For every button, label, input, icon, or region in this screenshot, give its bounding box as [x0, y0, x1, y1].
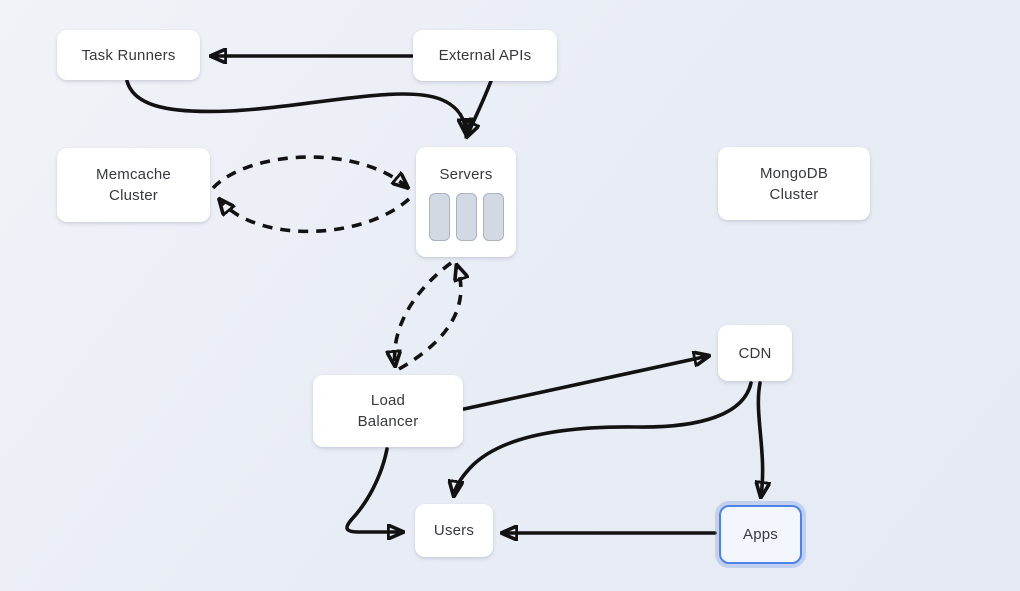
edge-load-balancer-to-cdn[interactable]	[462, 356, 708, 411]
server-bars	[428, 192, 504, 241]
node-task-runners-label: Task Runners	[81, 46, 176, 64]
node-external-apis[interactable]: External APIs	[413, 30, 557, 81]
server-bar-icon	[428, 192, 450, 241]
server-bar-icon	[482, 192, 504, 241]
edge-memcache-to-servers[interactable]	[211, 155, 407, 188]
edge-task-runners-to-servers[interactable]	[125, 79, 466, 133]
node-memcache-cluster[interactable]: Memcache Cluster	[57, 148, 210, 222]
node-task-runners[interactable]: Task Runners	[57, 30, 200, 80]
server-bar-icon	[455, 192, 477, 241]
node-load-balancer-label: Load Balancer	[357, 392, 419, 430]
node-apps-label: Apps	[743, 526, 778, 543]
node-cdn-label: CDN	[738, 344, 772, 362]
edge-servers-to-load-balancer[interactable]	[395, 261, 453, 365]
node-mongodb-cluster[interactable]: MongoDB Cluster	[718, 147, 870, 220]
node-mongodb-cluster-label: MongoDB Cluster	[759, 164, 829, 203]
edge-cdn-to-apps[interactable]	[758, 381, 762, 496]
node-memcache-cluster-label: Memcache Cluster	[96, 166, 171, 204]
node-servers[interactable]: Servers	[416, 147, 516, 257]
node-cdn[interactable]: CDN	[718, 325, 792, 381]
node-external-apis-label: External APIs	[438, 47, 532, 64]
edge-external-apis-to-servers[interactable]	[467, 79, 493, 136]
node-load-balancer[interactable]: Load Balancer	[313, 375, 463, 447]
node-servers-label: Servers	[439, 165, 493, 183]
node-apps[interactable]: Apps	[719, 505, 802, 564]
edge-cdn-to-users[interactable]	[454, 381, 753, 495]
edge-load-balancer-to-users[interactable]	[345, 447, 402, 532]
edge-servers-to-memcache[interactable]	[220, 199, 411, 234]
node-users-label: Users	[433, 522, 475, 539]
edge-load-balancer-to-servers[interactable]	[398, 266, 461, 371]
node-users[interactable]: Users	[415, 504, 493, 557]
